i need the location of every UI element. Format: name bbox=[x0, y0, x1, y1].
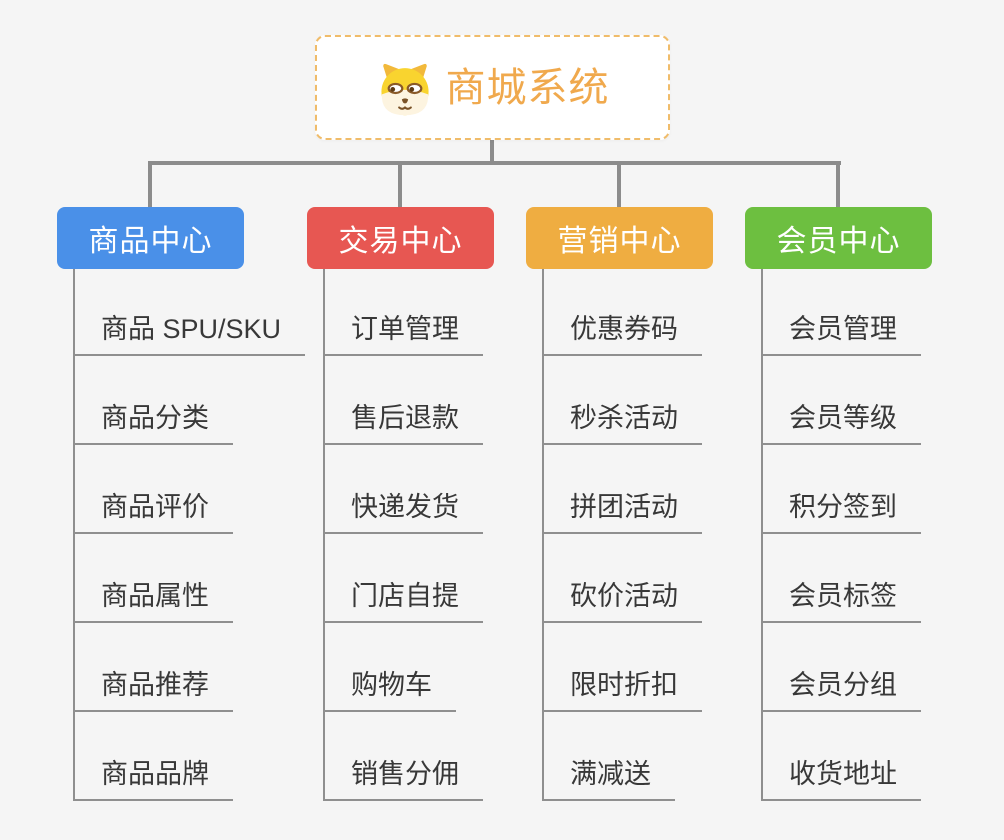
leaf-node[interactable]: 商品分类 bbox=[73, 401, 233, 445]
shiba-dog-icon bbox=[376, 59, 434, 117]
leaf-node[interactable]: 商品评价 bbox=[73, 490, 233, 534]
trunk-branch-3 bbox=[542, 269, 544, 801]
leaf-node[interactable]: 会员等级 bbox=[761, 401, 921, 445]
leaf-node[interactable]: 商品推荐 bbox=[73, 668, 233, 712]
leaf-node[interactable]: 售后退款 bbox=[323, 401, 483, 445]
branch-header-member-center[interactable]: 会员中心 bbox=[745, 207, 932, 269]
leaf-node[interactable]: 商品属性 bbox=[73, 579, 233, 623]
leaf-node[interactable]: 砍价活动 bbox=[542, 579, 702, 623]
leaf-node[interactable]: 会员标签 bbox=[761, 579, 921, 623]
leaf-node[interactable]: 会员分组 bbox=[761, 668, 921, 712]
trunk-branch-4 bbox=[761, 269, 763, 801]
root-node[interactable]: 商城系统 bbox=[315, 35, 670, 140]
leaf-node[interactable]: 商品品牌 bbox=[73, 757, 233, 801]
branch-header-label: 交易中心 bbox=[338, 225, 463, 258]
root-title: 商城系统 bbox=[445, 65, 610, 110]
leaf-node[interactable]: 收货地址 bbox=[761, 757, 921, 801]
branch-header-label: 营销中心 bbox=[557, 225, 682, 258]
leaf-node[interactable]: 商品 SPU/SKU bbox=[73, 312, 306, 356]
leaf-node[interactable]: 快递发货 bbox=[323, 490, 483, 534]
leaf-node[interactable]: 秒杀活动 bbox=[542, 401, 702, 445]
leaf-node[interactable]: 门店自提 bbox=[323, 579, 483, 623]
branch-header-marketing-center[interactable]: 营销中心 bbox=[526, 207, 713, 269]
connector-drop-branch-2 bbox=[398, 161, 402, 207]
leaf-node[interactable]: 销售分佣 bbox=[323, 757, 483, 801]
branch-header-label: 会员中心 bbox=[776, 225, 901, 258]
leaf-node[interactable]: 限时折扣 bbox=[542, 668, 702, 712]
connector-bus bbox=[148, 161, 841, 165]
branch-header-trade-center[interactable]: 交易中心 bbox=[307, 207, 494, 269]
leaf-node[interactable]: 满减送 bbox=[542, 757, 675, 801]
trunk-branch-2 bbox=[323, 269, 325, 801]
trunk-branch-1 bbox=[73, 269, 75, 801]
leaf-node[interactable]: 积分签到 bbox=[761, 490, 921, 534]
branch-header-product-center[interactable]: 商品中心 bbox=[57, 207, 244, 269]
connector-root-stem bbox=[490, 138, 494, 165]
leaf-node[interactable]: 拼团活动 bbox=[542, 490, 702, 534]
leaf-node[interactable]: 会员管理 bbox=[761, 312, 921, 356]
connector-drop-branch-4 bbox=[836, 161, 840, 207]
connector-drop-branch-3 bbox=[617, 161, 621, 207]
branch-header-label: 商品中心 bbox=[88, 225, 213, 258]
leaf-node[interactable]: 订单管理 bbox=[323, 312, 483, 356]
leaf-node[interactable]: 购物车 bbox=[323, 668, 456, 712]
leaf-node[interactable]: 优惠券码 bbox=[542, 312, 702, 356]
connector-drop-branch-1 bbox=[148, 161, 152, 207]
